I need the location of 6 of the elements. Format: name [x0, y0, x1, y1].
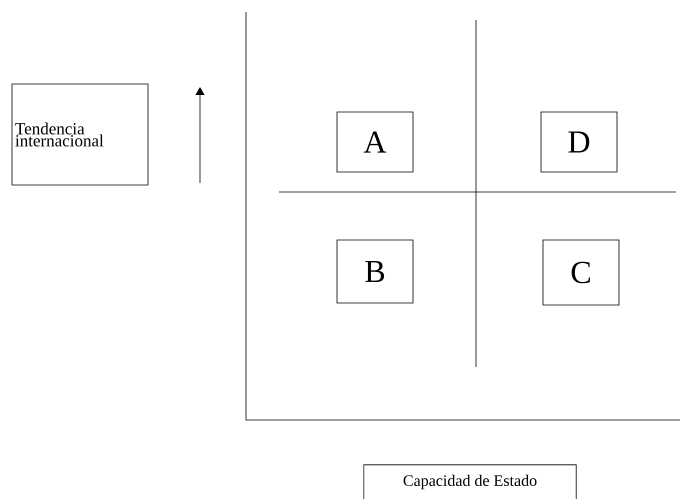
quadrant-box: B [336, 240, 414, 304]
label-box: Tendencia internacional [12, 84, 148, 186]
quadrant-box: C [542, 240, 620, 306]
label-box: Capacidad de Estado [363, 464, 577, 499]
quadrant-box: D [540, 112, 618, 172]
quadrant-box: A [336, 112, 414, 172]
